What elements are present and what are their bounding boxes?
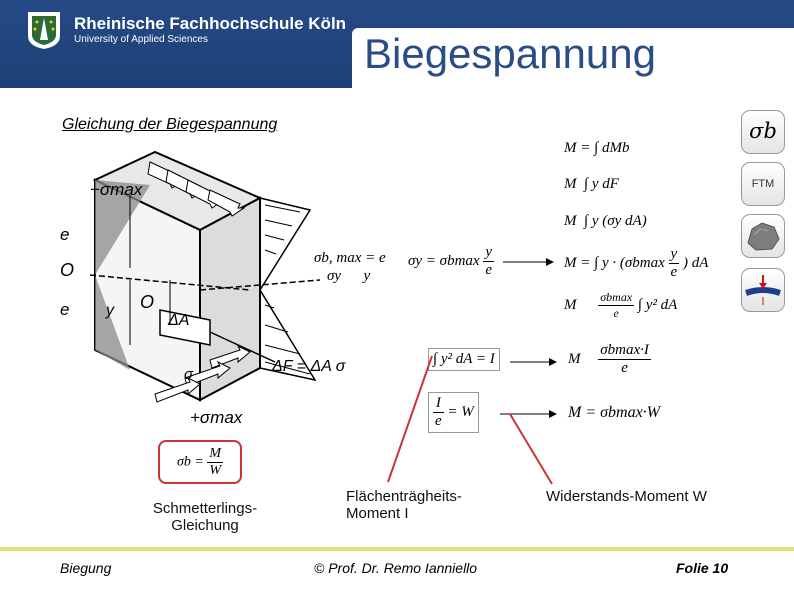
university-subtitle: University of Applied Sciences [74,34,208,45]
sigma-label: σ [184,366,193,383]
sigma-max-bottom-label: +σmax [190,408,242,428]
footer-divider [0,547,794,551]
origin-center-label: O [140,292,154,313]
moment-equation-1: M = ∫ dMb [564,140,629,157]
bending-beam-button[interactable] [741,268,785,312]
footer-slide-number: Folie 10 [676,560,728,576]
footer-copyright: © Prof. Dr. Remo Ianniello [314,560,477,576]
bending-stress-figure: −σmax e O e y O ΔA ΔF = ΔA σ σ +σmax [60,140,350,440]
area-moment-equation: ∫ y² dA = I [428,348,500,371]
ftm-button[interactable]: FTM [741,162,785,206]
e-upper-label: e [60,225,69,245]
footer-topic: Biegung [60,560,111,576]
ratio-equation-top: σb, max = e [314,250,386,267]
university-name: Rheinische Fachhochschule Köln [74,14,346,34]
sigma-max-top-label: −σmax [90,180,142,200]
ratio-equation-bottom: σy y [327,268,370,285]
rock-icon [742,215,784,257]
delta-a-label: ΔA [168,312,189,330]
moment-equation-3: M ∫ y (σy dA) [564,213,647,230]
delta-f-label: ΔF = ΔA σ [272,358,345,376]
e-lower-label: e [60,300,69,320]
moment-equation-2: M ∫ y dF [564,176,619,193]
origin-left-label: O [60,260,74,281]
sigma-b-button[interactable]: σb [741,110,785,154]
butterfly-caption: Schmetterlings- Gleichung [140,500,270,534]
section-heading: Gleichung der Biegespannung [62,116,277,134]
slide-title: Biegespannung [364,30,656,78]
material-sample-button[interactable] [741,214,785,258]
moment-equation-7: M = σbmax·W [568,404,660,422]
area-moment-caption: Flächenträgheits- Moment I [346,488,462,522]
university-logo-icon [26,10,62,50]
bending-beam-icon [742,269,784,311]
y-label: y [106,302,114,320]
section-modulus-caption: Widerstands-Moment W [546,488,707,505]
